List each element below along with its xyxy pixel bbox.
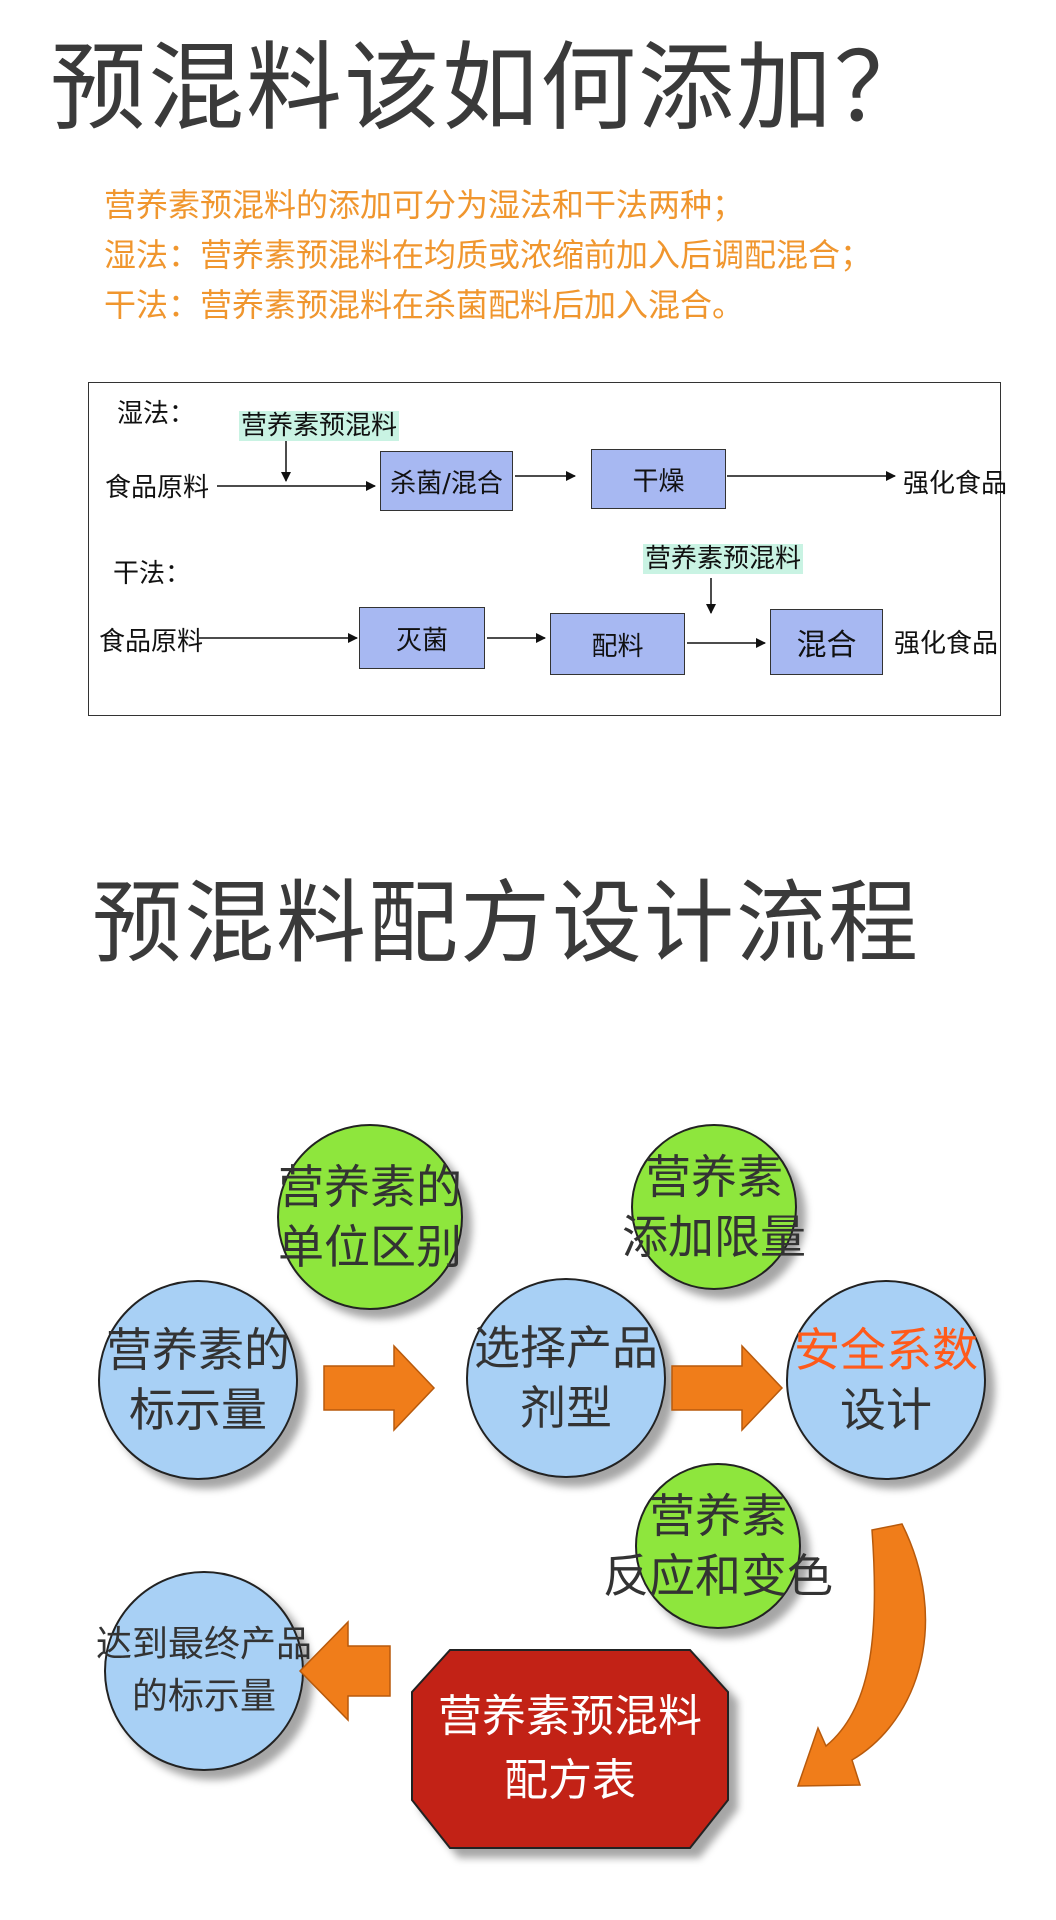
flow-arrows bbox=[199, 441, 896, 648]
add-limit-circle bbox=[631, 1124, 797, 1290]
formula-table-line-2: 配方表 bbox=[504, 1755, 636, 1806]
reaction-line-1: 营养素 bbox=[649, 1489, 787, 1543]
reaction-circle bbox=[635, 1463, 801, 1629]
dry-step3-box: 混合 bbox=[770, 609, 883, 675]
wet-step2-box: 干燥 bbox=[591, 449, 726, 509]
wet-premix: 营养素预混料 bbox=[239, 405, 400, 442]
wet-raw: 食品原料 bbox=[105, 473, 210, 503]
arrow-right-2 bbox=[671, 1344, 784, 1432]
dry-label: 干法： bbox=[113, 559, 192, 589]
dosage-form-node: 选择产品 剂型 bbox=[467, 1279, 665, 1477]
intro-line-2: 湿法：营养素预混料在均质或浓缩前加入后调配混合； bbox=[104, 236, 873, 274]
safety-node: 安全系数 设计 bbox=[787, 1281, 985, 1479]
wet-output: 强化食品 bbox=[903, 469, 1008, 499]
dry-raw: 食品原料 bbox=[99, 627, 204, 657]
reaction-line-2: 反应和变色 bbox=[603, 1549, 833, 1603]
unit-diff-line-1: 营养素的 bbox=[278, 1160, 462, 1214]
wet-label: 湿法： bbox=[117, 399, 196, 429]
reaction-node: 营养素 反应和变色 bbox=[603, 1464, 833, 1628]
label-amount-circle bbox=[98, 1280, 298, 1480]
design-flow-title: 预混料配方设计流程 bbox=[92, 871, 920, 976]
add-limit-line-2: 添加限量 bbox=[622, 1210, 806, 1264]
dosage-form-line-2: 剂型 bbox=[520, 1381, 612, 1435]
design-flow-diagram bbox=[98, 1124, 986, 1849]
wet-step1-box: 杀菌/混合 bbox=[380, 451, 513, 511]
unit-diff-node: 营养素的 单位区别 bbox=[278, 1125, 462, 1309]
formula-table-octagon bbox=[411, 1649, 729, 1849]
unit-diff-line-2: 单位区别 bbox=[278, 1220, 462, 1274]
safety-line-1: 安全系数 bbox=[794, 1323, 978, 1377]
arrow-left bbox=[298, 1620, 391, 1722]
page-title: 预混料该如何添加？ bbox=[50, 32, 932, 144]
curved-arrow bbox=[796, 1523, 927, 1787]
dry-premix: 营养素预混料 bbox=[643, 538, 804, 575]
dosage-form-circle bbox=[466, 1278, 666, 1478]
add-limit-node: 营养素 添加限量 bbox=[622, 1125, 806, 1289]
wet-premix-highlight: 营养素预混料 bbox=[239, 411, 400, 441]
dry-output: 强化食品 bbox=[894, 629, 999, 659]
final-label-node: 达到最终产品 的标示量 bbox=[96, 1572, 312, 1770]
unit-diff-circle bbox=[277, 1124, 463, 1310]
dry-step2-box: 配料 bbox=[550, 613, 685, 675]
dosage-form-line-1: 选择产品 bbox=[474, 1321, 658, 1375]
formula-table-node: 营养素预混料 配方表 bbox=[412, 1650, 728, 1848]
safety-circle bbox=[786, 1280, 986, 1480]
label-amount-line-1: 营养素的 bbox=[106, 1323, 290, 1377]
label-amount-node: 营养素的 标示量 bbox=[99, 1281, 297, 1479]
final-label-line-1: 达到最终产品 bbox=[96, 1624, 313, 1665]
dry-premix-highlight: 营养素预混料 bbox=[643, 544, 804, 574]
process-flow-figure: 湿法： 营养素预混料 食品原料 杀菌/混合 干燥 强化食品 干法： 营养素预混料… bbox=[88, 382, 1007, 716]
intro-text: 营养素预混料的添加可分为湿法和干法两种； 湿法：营养素预混料在均质或浓缩前加入后… bbox=[104, 180, 872, 330]
add-limit-line-1: 营养素 bbox=[645, 1150, 783, 1204]
arrow-right-1 bbox=[323, 1344, 436, 1432]
safety-line-2: 设计 bbox=[840, 1383, 932, 1437]
final-label-line-2: 的标示量 bbox=[131, 1676, 276, 1717]
intro-line-3: 干法：营养素预混料在杀菌配料后加入混合。 bbox=[104, 286, 745, 324]
formula-table-line-1: 营养素预混料 bbox=[438, 1691, 702, 1742]
intro-line-1: 营养素预混料的添加可分为湿法和干法两种； bbox=[104, 186, 745, 224]
label-amount-line-2: 标示量 bbox=[129, 1383, 267, 1437]
dry-step1-box: 灭菌 bbox=[359, 607, 485, 669]
